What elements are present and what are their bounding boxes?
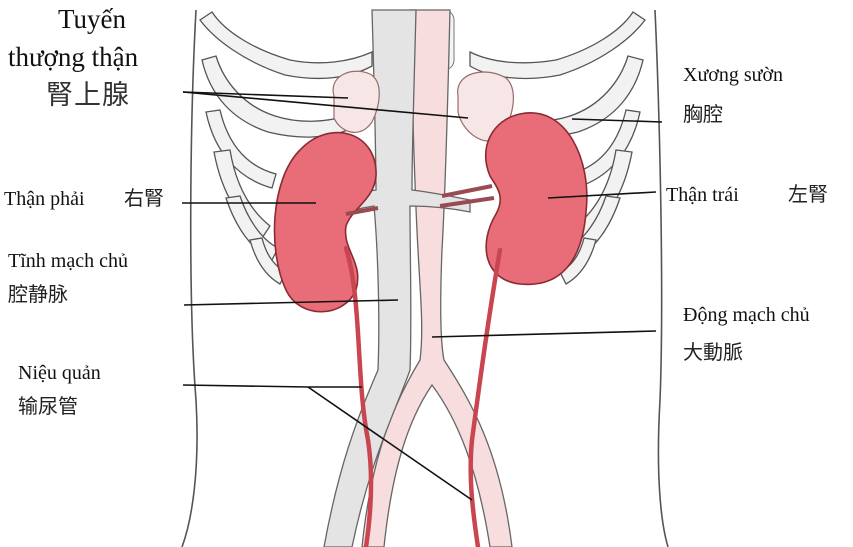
label-adrenal-vn-line1: Tuyến bbox=[58, 4, 126, 35]
label-ureter-vn: Niệu quản bbox=[18, 362, 101, 385]
label-right-kidney-cn: 右腎 bbox=[124, 188, 164, 211]
leader-vena-cava bbox=[184, 300, 398, 305]
label-right-kidney-vn: Thận phải bbox=[4, 188, 85, 211]
label-vena-cava-cn: 腔静脉 bbox=[8, 284, 68, 307]
label-aorta-cn: 大動脈 bbox=[683, 342, 743, 365]
label-rib-vn: Xương sườn bbox=[683, 64, 783, 87]
leader-ureter-stem bbox=[183, 385, 308, 387]
label-adrenal-vn-line2: thượng thận bbox=[8, 42, 138, 73]
label-ureter-cn: 输尿管 bbox=[18, 396, 78, 419]
label-rib-cn: 胸腔 bbox=[683, 104, 723, 127]
label-adrenal-cn: 腎上腺 bbox=[46, 80, 130, 111]
right-kidney bbox=[274, 133, 376, 312]
label-aorta-vn: Động mạch chủ bbox=[683, 304, 810, 327]
label-left-kidney-vn: Thận trái bbox=[666, 184, 739, 207]
right-adrenal-gland bbox=[333, 71, 379, 132]
label-left-kidney-cn: 左腎 bbox=[788, 184, 828, 207]
label-vena-cava-vn: Tĩnh mạch chủ bbox=[8, 250, 128, 273]
leader-aorta bbox=[432, 331, 656, 337]
left-kidney bbox=[486, 113, 587, 285]
